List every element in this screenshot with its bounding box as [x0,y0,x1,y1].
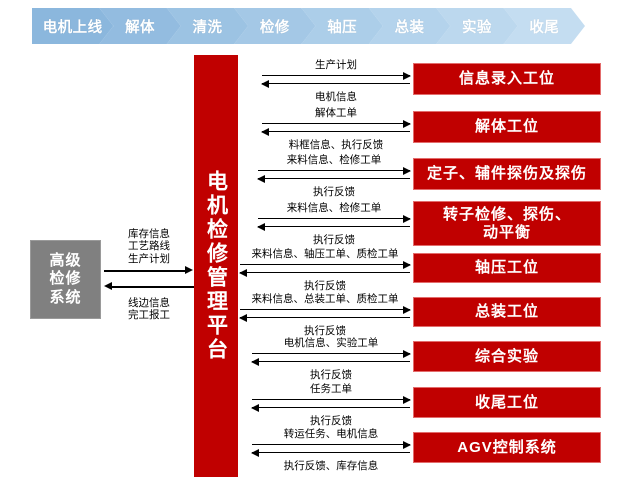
station-box-final-assembly[interactable]: 总装工位 [413,297,601,327]
connector-arrow-left-line [112,286,194,288]
connector-from-platform-label: 线边信息 完工报工 [104,297,194,322]
connector-label-line: 完工报工 [128,309,170,322]
connector-label-line: 线边信息 [128,297,170,309]
arrow-right-icon [403,119,411,128]
flow-to-station-label: 来料信息、检修工单 [286,154,382,166]
flow-from-station-label: 执行反馈 [310,414,352,427]
flow-to-station-label: 解体工单 [315,107,357,119]
arrow-left-icon [261,79,269,88]
flow-arrow-pair [251,349,411,367]
flow-arrow-pair [257,166,411,184]
flow-to-station-label: 生产计划 [315,59,357,71]
station-label: 信息录入工位 [458,70,555,88]
flow-arrow-pair [239,305,411,323]
flow-from-station-label: 电机信息 [315,90,357,103]
station-label: 收尾工位 [474,393,539,411]
arrow-left-icon [257,222,265,231]
flow-arrow-pair [261,119,411,137]
flow-group-station-8: 任务工单 执行反馈 [251,383,411,427]
flow-arrow-pair [251,395,411,413]
station-box-agv-control[interactable]: AGV控制系统 [413,432,601,463]
flow-from-station-label: 执行反馈 [304,279,346,292]
connector-arrow-right-head [185,266,193,274]
process-step-label: 总装 [394,19,425,36]
arrow-right-icon [403,71,411,80]
arrow-right-icon [403,214,411,223]
arrow-left-icon [251,403,259,412]
advanced-maintenance-system-label: 高级检修系统 [49,252,82,306]
station-label: AGV控制系统 [457,438,557,456]
flow-arrow-pair [257,214,411,232]
flow-to-station-label: 来料信息、轴压工单、质检工单 [251,248,399,260]
flow-group-station-9: 转运任务、电机信息 执行反馈、库存信息 [251,428,411,472]
arrow-left-icon [239,268,247,277]
motor-maintenance-platform-column[interactable]: 电机检修管理平台 [194,55,238,477]
flow-from-station-label: 执行反馈 [313,233,355,246]
station-label: 总装工位 [474,303,539,321]
flow-to-station-label: 来料信息、总装工单、质检工单 [251,293,399,305]
process-step-label: 解体 [125,19,156,36]
flow-to-station-label: 转运任务、电机信息 [283,428,379,440]
arrow-right-icon [403,305,411,314]
station-box-info-entry[interactable]: 信息录入工位 [413,63,601,95]
arrow-left-icon [239,313,247,322]
arrow-left-icon [261,127,269,136]
flow-to-station-label: 电机信息、实验工单 [283,337,379,349]
station-label: 轴压工位 [474,259,539,277]
flow-group-station-5: 来料信息、轴压工单、质检工单 执行反馈 [239,248,411,292]
flow-to-station-label: 任务工单 [310,383,352,395]
advanced-maintenance-system-box[interactable]: 高级检修系统 [30,240,101,319]
process-flow-banner: 电机上线 解体 清洗 检修 轴压 总装 实验 收尾 [32,8,585,44]
process-step-label: 清洗 [192,19,223,36]
station-box-stator-inspection[interactable]: 定子、辅件探伤及探伤 [413,158,601,190]
station-label: 定子、辅件探伤及探伤 [426,165,587,183]
arrow-right-icon [403,395,411,404]
flow-arrow-pair [261,71,411,89]
flow-group-station-2: 解体工单 料框信息、执行反馈 [261,107,411,151]
flow-group-station-1: 生产计划 电机信息 [261,59,411,103]
flow-from-station-label: 执行反馈 [304,324,346,337]
flow-to-station-label: 来料信息、检修工单 [286,202,382,214]
station-box-rotor-inspection[interactable]: 转子检修、探伤、动平衡 [413,201,601,246]
station-label: 转子检修、探伤、动平衡 [442,205,571,241]
process-step-label: 检修 [259,19,290,36]
flow-group-station-4: 来料信息、检修工单 执行反馈 [257,202,411,246]
arrow-right-icon [403,440,411,449]
system-platform-connector: 库存信息 工艺路线 生产计划 线边信息 完工报工 [104,228,194,332]
flow-from-station-label: 执行反馈 [310,368,352,381]
process-step-label: 收尾 [529,19,560,36]
arrow-left-icon [251,448,259,457]
arrow-right-icon [403,166,411,175]
connector-label-line: 生产计划 [128,252,170,265]
process-step-label: 轴压 [327,19,358,36]
flow-from-station-label: 执行反馈、库存信息 [283,459,379,472]
station-label: 解体工位 [474,118,539,136]
connector-arrow-right-line [104,270,186,272]
arrow-right-icon [403,349,411,358]
connector-label-line: 库存信息 [128,228,170,240]
arrow-left-icon [251,357,259,366]
station-label: 综合实验 [474,347,539,365]
connector-to-platform-label: 库存信息 工艺路线 生产计划 [104,228,194,265]
flow-group-station-6: 来料信息、总装工单、质检工单 执行反馈 [239,293,411,337]
station-box-finishing[interactable]: 收尾工位 [413,387,601,418]
flow-group-station-3: 来料信息、检修工单 执行反馈 [257,154,411,198]
platform-label: 电机检修管理平台 [204,170,228,362]
process-step-label: 实验 [461,19,492,36]
process-step-label: 电机上线 [42,19,103,36]
flow-group-station-7: 电机信息、实验工单 执行反馈 [251,337,411,381]
flow-from-station-label: 执行反馈 [313,185,355,198]
station-box-shaft-press[interactable]: 轴压工位 [413,253,601,283]
connector-label-line: 工艺路线 [128,240,170,253]
flow-arrow-pair [239,260,411,278]
station-box-comprehensive-test[interactable]: 综合实验 [413,341,601,372]
process-step-6[interactable]: 总装 [369,8,450,44]
connector-arrow-left-head [104,282,112,290]
station-box-disassembly[interactable]: 解体工位 [413,111,601,143]
process-step-1[interactable]: 电机上线 [32,8,113,44]
arrow-left-icon [257,174,265,183]
arrow-right-icon [403,260,411,269]
flow-arrow-pair [251,440,411,458]
flow-from-station-label: 料框信息、执行反馈 [288,138,384,151]
